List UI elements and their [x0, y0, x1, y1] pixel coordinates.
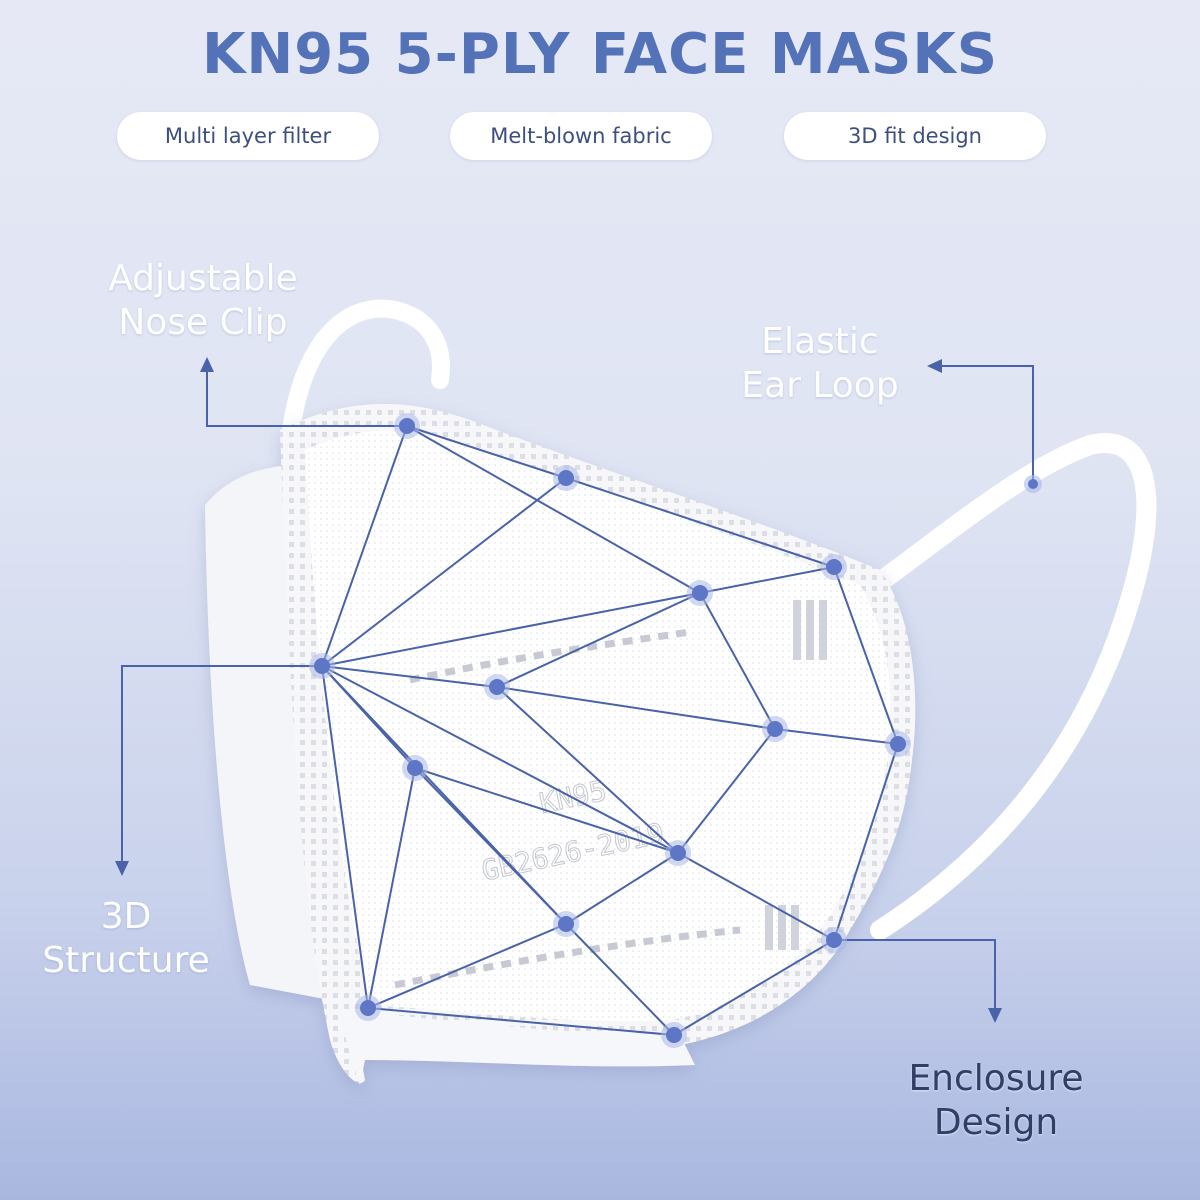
- callout-nose-clip-line1: Adjustable: [108, 258, 298, 299]
- callout-arrowheads: [115, 357, 1002, 1023]
- mask-body: [205, 403, 916, 1085]
- arrow-up-icon: [200, 357, 214, 372]
- callout-enclosure-design: Enclosure Design: [868, 1057, 1124, 1145]
- node: [394, 413, 420, 439]
- node: [484, 674, 510, 700]
- left-ear-loop: [281, 299, 450, 449]
- callout-enclosure-design-line1: Enclosure: [908, 1058, 1084, 1099]
- callout-3d-structure-line1: 3D: [100, 896, 152, 937]
- arrow-down-icon: [988, 1008, 1002, 1023]
- arrow-left-icon: [927, 359, 942, 373]
- structure-network: [321, 425, 899, 1036]
- right-ear-loop: [845, 433, 1157, 940]
- node: [1024, 475, 1042, 493]
- node: [402, 755, 428, 781]
- node: [762, 716, 788, 742]
- node: [885, 731, 911, 757]
- feature-pill-multi-layer-filter: Multi layer filter: [117, 112, 379, 160]
- callout-3d-structure: 3D Structure: [0, 895, 252, 983]
- node: [553, 911, 579, 937]
- node: [665, 840, 691, 866]
- arrow-down-icon: [115, 861, 129, 876]
- node: [355, 995, 381, 1021]
- callout-ear-loop-line1: Elastic: [761, 321, 879, 362]
- callout-nose-clip: Adjustable Nose Clip: [62, 257, 344, 345]
- node: [821, 554, 847, 580]
- callout-ear-loop: Elastic Ear Loop: [700, 320, 940, 408]
- node: [309, 653, 335, 679]
- page-title: KN95 5-PLY FACE MASKS: [201, 22, 999, 87]
- callout-3d-structure-line2: Structure: [42, 940, 210, 981]
- feature-pill-melt-blown-fabric: Melt-blown fabric: [450, 112, 712, 160]
- callout-nose-clip-line2: Nose Clip: [118, 302, 288, 343]
- callout-enclosure-design-line2: Design: [933, 1102, 1059, 1143]
- structure-nodes: [309, 413, 1042, 1048]
- node: [553, 465, 579, 491]
- callout-ear-loop-line2: Ear Loop: [741, 365, 899, 406]
- node: [821, 927, 847, 953]
- callout-connectors: [121, 365, 1034, 1015]
- feature-pill-3d-fit-design: 3D fit design: [784, 112, 1046, 160]
- node: [687, 580, 713, 606]
- node: [661, 1022, 687, 1048]
